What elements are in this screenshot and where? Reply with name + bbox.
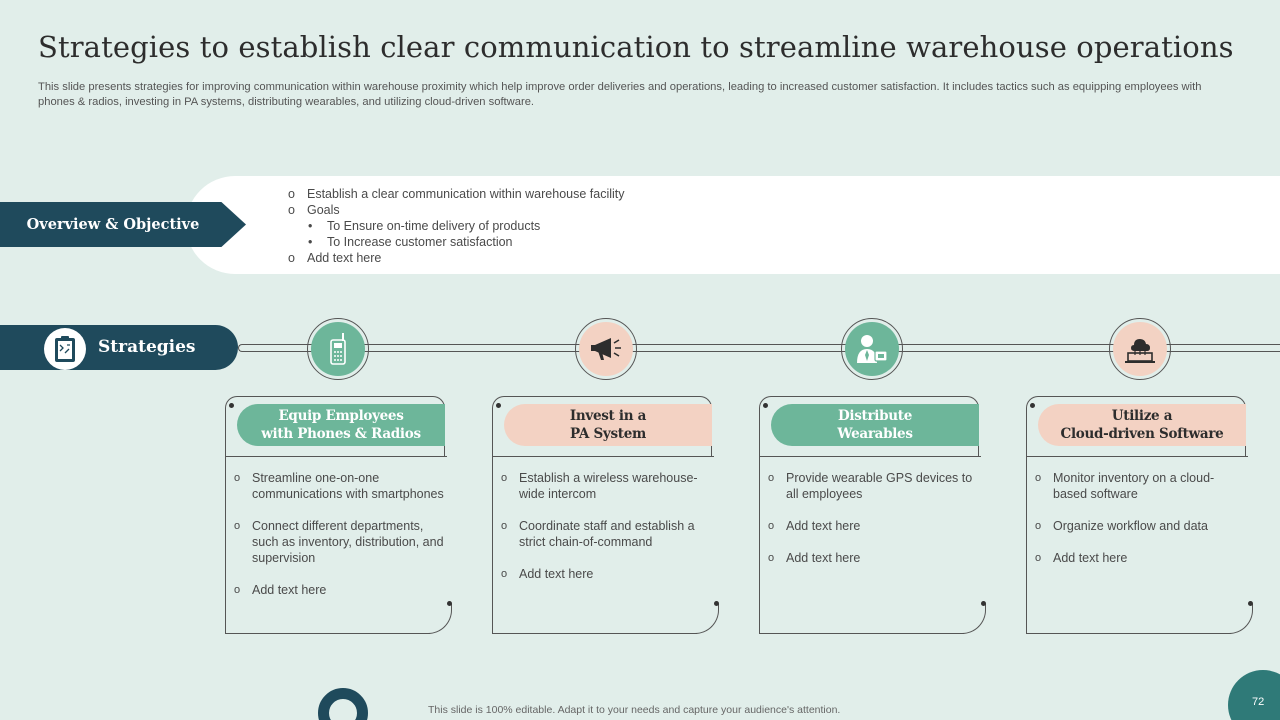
connector-dot bbox=[1248, 601, 1253, 606]
strategies-banner bbox=[0, 325, 238, 370]
connector-dot bbox=[1030, 403, 1035, 408]
strategy-4-box bbox=[1026, 456, 1248, 634]
connector-dot bbox=[447, 601, 452, 606]
box-curve bbox=[962, 604, 986, 634]
clipboard-icon bbox=[44, 328, 86, 370]
strategies-label: Strategies bbox=[98, 337, 196, 357]
strategy-3-heading: Distribute Wearables bbox=[771, 404, 979, 446]
connector-dot bbox=[981, 601, 986, 606]
connector-dot bbox=[714, 601, 719, 606]
strategy-2-box bbox=[492, 456, 714, 634]
box-bottom bbox=[225, 633, 430, 634]
box-bottom bbox=[492, 633, 697, 634]
strategy-1-heading: Equip Employees with Phones & Radios bbox=[237, 404, 445, 446]
strategy-3-box bbox=[759, 456, 981, 634]
box-bottom bbox=[759, 633, 964, 634]
footer-note: This slide is 100% editable. Adapt it to… bbox=[428, 704, 841, 716]
overview-label: Overview & Objective bbox=[0, 202, 246, 247]
strategy-4-icon-circle bbox=[1109, 318, 1171, 380]
strategy-1-icon-circle bbox=[307, 318, 369, 380]
connector-dot bbox=[496, 403, 501, 408]
slide-title: Strategies to establish clear communicat… bbox=[38, 30, 1234, 64]
box-curve bbox=[695, 604, 719, 634]
strategy-2-icon-circle bbox=[575, 318, 637, 380]
worker-device-icon bbox=[845, 322, 899, 376]
overview-band bbox=[186, 176, 1280, 274]
megaphone-icon bbox=[579, 322, 633, 376]
decorative-ring bbox=[318, 688, 368, 720]
phone-icon bbox=[311, 322, 365, 376]
strategy-4-heading: Utilize a Cloud-driven Software bbox=[1038, 404, 1246, 446]
box-curve bbox=[1229, 604, 1253, 634]
connector-dot bbox=[229, 403, 234, 408]
cloud-laptop-icon bbox=[1113, 322, 1167, 376]
page-number: 72 bbox=[1228, 670, 1280, 720]
strategy-2-heading: Invest in a PA System bbox=[504, 404, 712, 446]
strategy-3-icon-circle bbox=[841, 318, 903, 380]
overview-subitem: •To Ensure on-time delivery of products bbox=[308, 219, 541, 233]
overview-subitem: •To Increase customer satisfaction bbox=[308, 235, 513, 249]
box-bottom bbox=[1026, 633, 1231, 634]
timeline-track bbox=[238, 344, 1280, 352]
connector-dot bbox=[763, 403, 768, 408]
strategy-1-box bbox=[225, 456, 447, 634]
slide-subtitle: This slide presents strategies for impro… bbox=[38, 81, 1202, 108]
